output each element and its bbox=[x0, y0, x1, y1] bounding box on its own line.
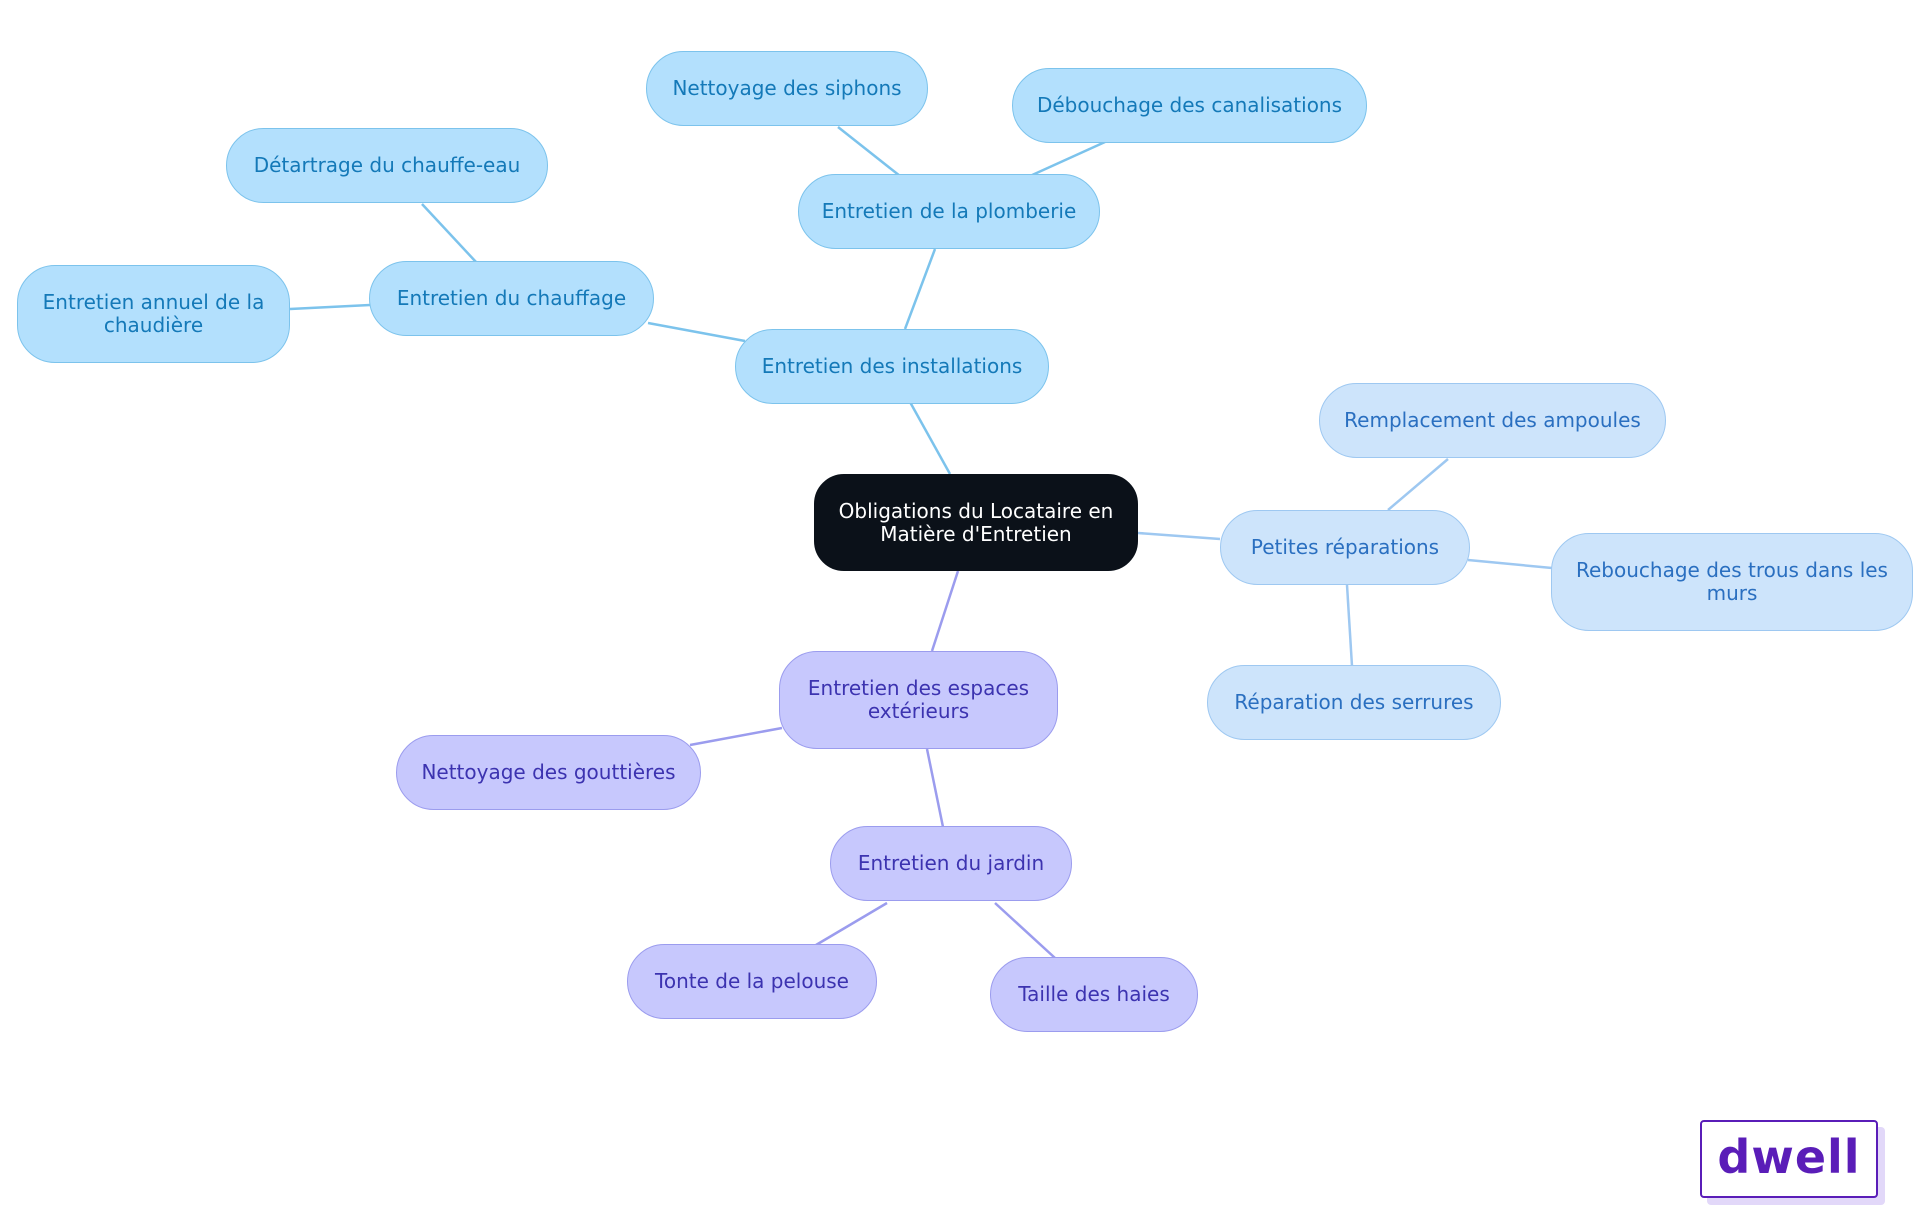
node-reparation-serrures-label: Réparation des serrures bbox=[1234, 690, 1474, 714]
node-nettoyage-gouttieres: Nettoyage des gouttières bbox=[396, 735, 701, 810]
edge-reparations-ampoules bbox=[1387, 458, 1449, 511]
node-tonte-pelouse-label: Tonte de la pelouse bbox=[655, 969, 849, 993]
edge-center-exterieurs bbox=[930, 570, 960, 652]
node-taille-haies-label: Taille des haies bbox=[1018, 982, 1170, 1006]
node-entretien-espaces-exterieurs: Entretien des espaces extérieurs bbox=[779, 651, 1058, 749]
edge-installations-chauffage bbox=[647, 321, 746, 343]
node-entretien-installations: Entretien des installations bbox=[735, 329, 1049, 404]
edge-exterieurs-gouttieres bbox=[689, 726, 783, 747]
edge-reparations-serrures bbox=[1345, 584, 1354, 667]
edge-exterieurs-jardin bbox=[925, 748, 945, 828]
node-debouchage-canalisations-label: Débouchage des canalisations bbox=[1036, 93, 1343, 117]
edge-chauffage-chauffe-eau bbox=[421, 203, 477, 263]
edge-reparations-trous bbox=[1467, 558, 1553, 570]
edge-center-reparations bbox=[1137, 531, 1221, 541]
node-petites-reparations: Petites réparations bbox=[1220, 510, 1470, 585]
node-entretien-chauffage: Entretien du chauffage bbox=[369, 261, 654, 336]
node-nettoyage-siphons-label: Nettoyage des siphons bbox=[672, 76, 902, 100]
node-entretien-plomberie: Entretien de la plomberie bbox=[798, 174, 1100, 249]
node-petites-reparations-label: Petites réparations bbox=[1250, 535, 1440, 559]
node-tonte-pelouse: Tonte de la pelouse bbox=[627, 944, 877, 1019]
node-nettoyage-siphons: Nettoyage des siphons bbox=[646, 51, 928, 126]
node-rebouchage-trous: Rebouchage des trous dans les murs bbox=[1551, 533, 1913, 631]
node-reparation-serrures: Réparation des serrures bbox=[1207, 665, 1501, 740]
node-rebouchage-trous-label: Rebouchage des trous dans les murs bbox=[1576, 558, 1888, 605]
node-taille-haies: Taille des haies bbox=[990, 957, 1198, 1032]
node-entretien-jardin-label: Entretien du jardin bbox=[857, 851, 1045, 875]
dwell-logo: dwell bbox=[1700, 1120, 1878, 1198]
node-remplacement-ampoules-label: Remplacement des ampoules bbox=[1344, 408, 1641, 432]
node-entretien-installations-label: Entretien des installations bbox=[761, 354, 1023, 378]
node-detartrage-chauffe-eau: Détartrage du chauffe-eau bbox=[226, 128, 548, 203]
edge-installations-plomberie bbox=[903, 248, 937, 330]
node-detartrage-chauffe-eau-label: Détartrage du chauffe-eau bbox=[253, 153, 521, 177]
center-node: Obligations du Locataire en Matière d'En… bbox=[814, 474, 1138, 571]
node-debouchage-canalisations: Débouchage des canalisations bbox=[1012, 68, 1367, 143]
node-entretien-chauffage-label: Entretien du chauffage bbox=[396, 286, 627, 310]
edge-plomberie-siphons bbox=[837, 126, 901, 177]
edge-plomberie-canalisations bbox=[1029, 140, 1106, 178]
edge-center-installations bbox=[908, 401, 952, 475]
node-entretien-chaudiere: Entretien annuel de la chaudière bbox=[17, 265, 290, 363]
node-nettoyage-gouttieres-label: Nettoyage des gouttières bbox=[421, 760, 676, 784]
edge-jardin-haies bbox=[994, 902, 1056, 959]
node-remplacement-ampoules: Remplacement des ampoules bbox=[1319, 383, 1666, 458]
edge-jardin-pelouse bbox=[815, 901, 888, 947]
center-node-label: Obligations du Locataire en Matière d'En… bbox=[838, 498, 1114, 546]
node-entretien-plomberie-label: Entretien de la plomberie bbox=[821, 199, 1077, 223]
node-entretien-chaudiere-label: Entretien annuel de la chaudière bbox=[42, 290, 265, 337]
dwell-logo-text: dwell bbox=[1717, 1130, 1861, 1184]
node-entretien-jardin: Entretien du jardin bbox=[830, 826, 1072, 901]
edge-chauffage-chaudiere bbox=[289, 303, 371, 311]
node-entretien-espaces-exterieurs-label: Entretien des espaces extérieurs bbox=[807, 676, 1030, 723]
